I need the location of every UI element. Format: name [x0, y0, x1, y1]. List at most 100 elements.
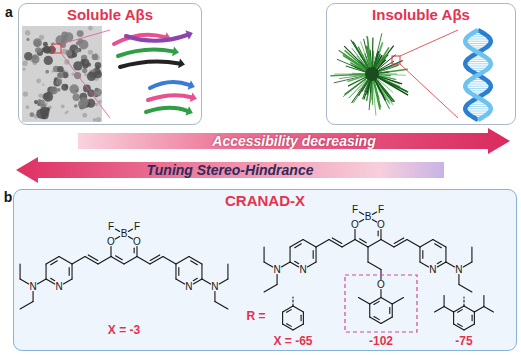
- bond-line: [303, 312, 304, 324]
- atom-label: O: [133, 237, 141, 247]
- amyloid-fibril: [372, 78, 374, 105]
- aggregate-particle: [44, 46, 51, 53]
- bond-line: [359, 220, 363, 223]
- zoom-line: [61, 53, 110, 118]
- x-value: -102: [369, 335, 393, 347]
- strand-arrowhead: [186, 30, 193, 39]
- bond-line: [458, 275, 459, 285]
- double-bond-line: [374, 317, 379, 320]
- bond-line: [264, 262, 273, 267]
- double-bond-line: [301, 315, 302, 320]
- atom-label: N: [455, 265, 462, 275]
- background-particle: [23, 91, 28, 96]
- x-value: X = -65: [273, 335, 312, 347]
- bond-line: [435, 307, 445, 313]
- chemical-structures: [20, 212, 493, 330]
- bond-line: [464, 324, 474, 330]
- bond-line: [474, 312, 475, 324]
- bond-line: [136, 247, 137, 257]
- zoom-line: [400, 64, 458, 118]
- bond-line: [453, 312, 454, 324]
- cranad-x-structure: [264, 212, 472, 324]
- double-bond-line: [458, 324, 463, 327]
- amyloid-fibril: [374, 33, 382, 67]
- beta-strand: [150, 82, 189, 88]
- aggregate-particle: [43, 42, 48, 47]
- bond-line: [454, 306, 464, 312]
- bond-line: [445, 247, 446, 262]
- sample-panel: Soluble Aβs: [18, 3, 202, 125]
- background-particle: [84, 73, 87, 76]
- fibril-hatch: [466, 61, 491, 62]
- bond-line: [227, 264, 228, 279]
- zoom-line: [61, 30, 110, 44]
- arrow-label: Accessibility decreasing: [212, 133, 375, 150]
- fibril-hatch: [466, 66, 491, 67]
- bond-line: [293, 306, 303, 312]
- aggregate-particle: [78, 99, 88, 109]
- bond-line: [370, 317, 381, 324]
- bond-line: [46, 257, 59, 265]
- diisopropylphenyl-group: [435, 296, 494, 331]
- double-bond-line: [332, 238, 342, 244]
- amyloid-fibril: [347, 76, 365, 82]
- double-bond-line: [88, 255, 98, 261]
- sample-panel: Insoluble Aβs: [326, 3, 516, 125]
- bond-line: [454, 324, 464, 330]
- aggregate-particle: [29, 112, 34, 117]
- cranad-3-structure: [20, 229, 228, 309]
- bond-line: [420, 262, 429, 267]
- aggregate-particle: [43, 46, 50, 53]
- bond-line: [59, 257, 72, 265]
- bond-line: [163, 257, 176, 265]
- aggregate-particle: [44, 56, 53, 65]
- fibril-strand: [465, 30, 491, 120]
- bond-line: [419, 247, 420, 262]
- bond-line: [219, 279, 228, 284]
- bond-line: [290, 262, 299, 267]
- bond-line: [264, 285, 277, 293]
- bond-line: [193, 279, 202, 284]
- atom-label: N: [429, 265, 436, 275]
- bond-line: [369, 304, 370, 317]
- bond-line: [484, 307, 494, 313]
- amyloid-fibril: [369, 81, 371, 110]
- zoom-line: [400, 30, 458, 56]
- atom-label: N: [55, 282, 62, 292]
- bond-line: [359, 212, 363, 215]
- beta-strand: [148, 95, 191, 100]
- bond-line: [372, 212, 376, 215]
- bond-line: [176, 279, 185, 284]
- bond-line: [437, 262, 446, 267]
- atom-label: B: [365, 212, 372, 222]
- bond-line: [111, 257, 124, 265]
- background-particle: [25, 30, 30, 35]
- aggregate-particle: [58, 73, 64, 79]
- fibril-hatch: [466, 39, 491, 40]
- double-bond-line: [437, 261, 441, 263]
- aggregate-particle: [74, 104, 77, 107]
- background-particle: [22, 67, 25, 70]
- background-particle: [88, 26, 93, 31]
- bond-line: [433, 240, 446, 248]
- fibril-core: [365, 67, 379, 81]
- aggregate-particle: [24, 52, 32, 60]
- x-value: -75: [455, 335, 472, 347]
- aggregate-particle: [38, 100, 44, 106]
- aggregate-particle: [57, 66, 64, 73]
- aggregate-particle: [79, 40, 89, 50]
- beta-strand: [146, 108, 187, 112]
- fibril-hatch: [465, 63, 491, 64]
- bond-line: [128, 229, 132, 232]
- atom-label: N: [29, 282, 36, 292]
- aggregate-particle: [80, 59, 85, 64]
- aggregate-particle: [73, 94, 80, 101]
- aggregate-particle: [26, 38, 29, 41]
- fibril-hatch: [466, 88, 491, 89]
- arrow-body: [78, 128, 510, 154]
- panel-title: CRANAD-X: [225, 192, 305, 210]
- aggregate-particle: [66, 50, 72, 56]
- background-particle: [36, 79, 41, 84]
- double-bond-line: [51, 278, 55, 280]
- attachment-bond: [292, 297, 293, 306]
